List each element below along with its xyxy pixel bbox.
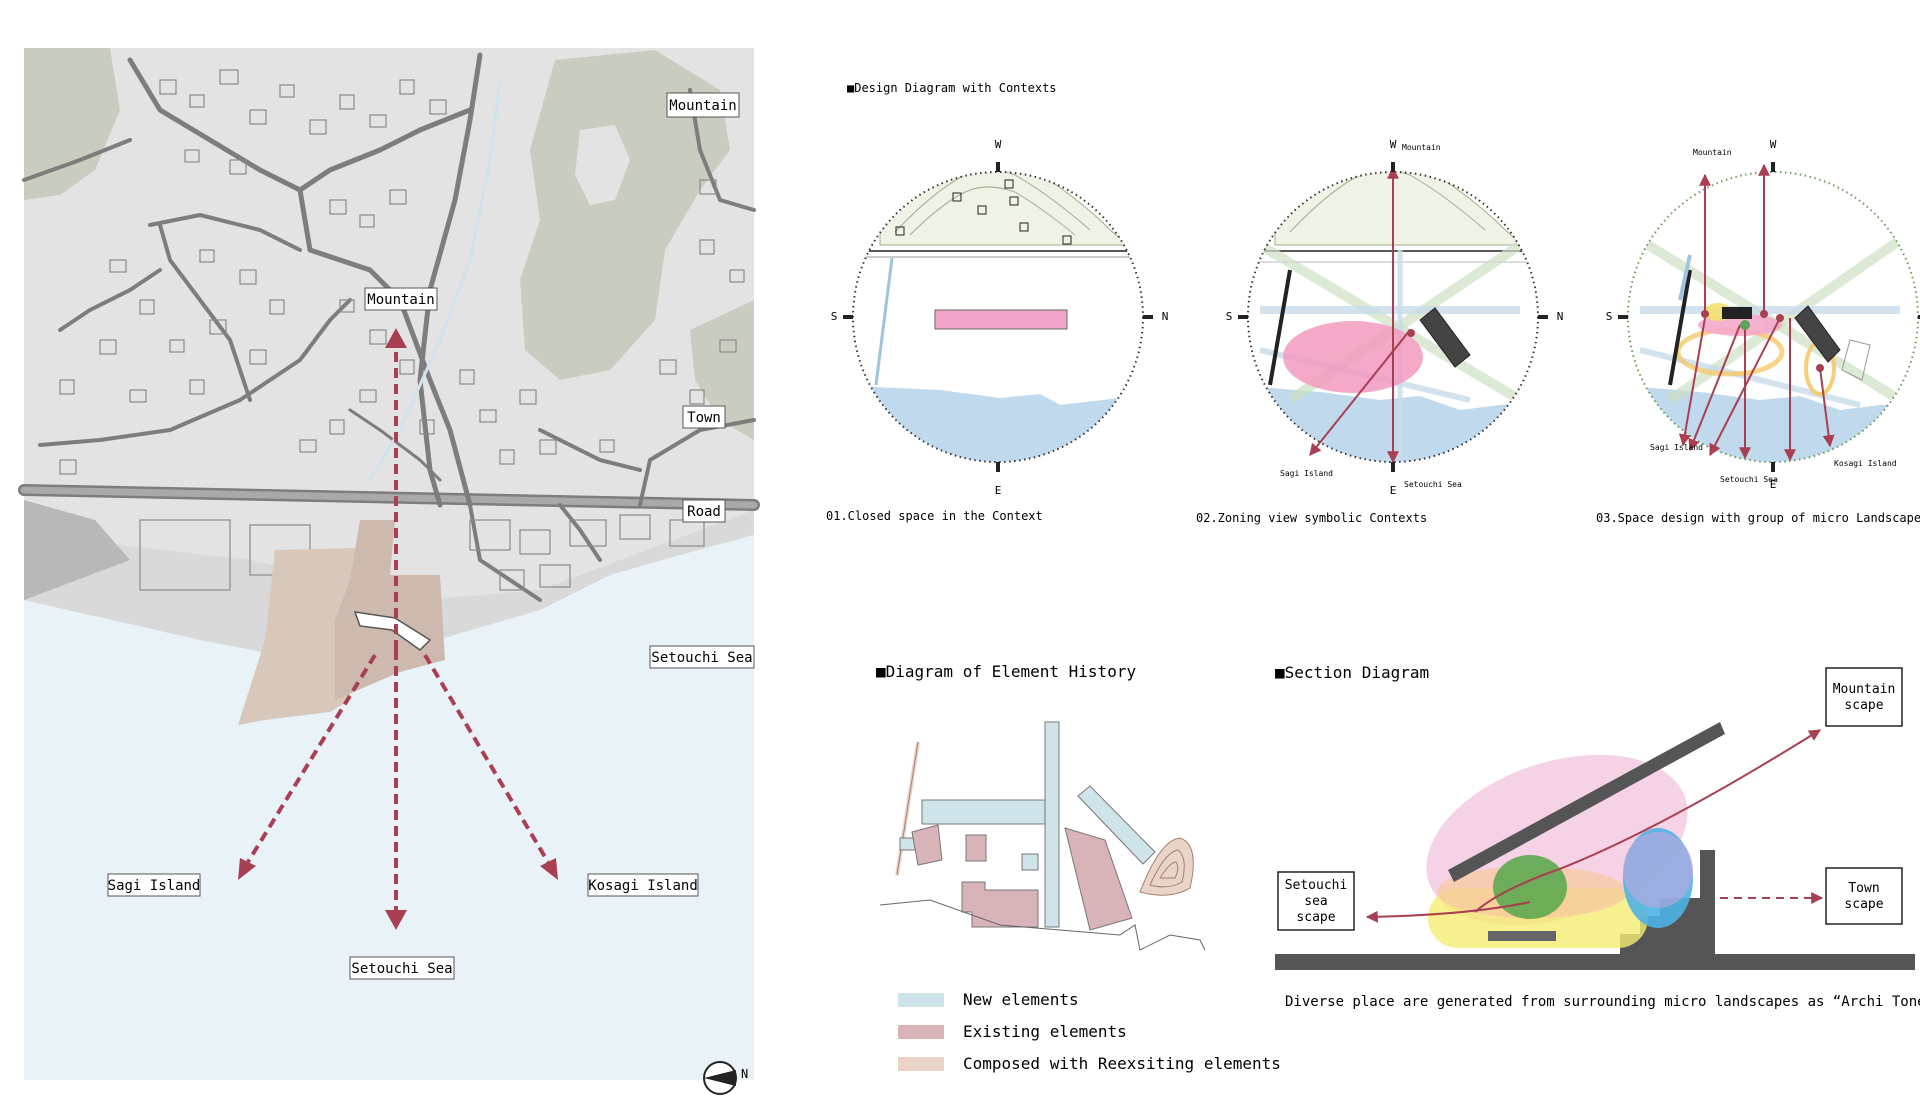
arrowhead-sagi	[238, 858, 256, 880]
panel-2-compass-ring	[1247, 171, 1539, 463]
element-history: ■Diagram of Element History New elements…	[876, 662, 1281, 1073]
map-arrows	[246, 340, 550, 910]
arrowhead-kosagi	[540, 858, 558, 880]
compass-e: E	[995, 484, 1002, 497]
label-sagi-island: Sagi Island	[108, 878, 201, 894]
compass-n: N	[1162, 310, 1169, 323]
panel-1: W S N E 01.Closed space in the Context	[826, 138, 1168, 523]
compass-e-3: E	[1770, 478, 1777, 491]
section-label-mountain-2: scape	[1844, 698, 1883, 713]
compass-e-2: E	[1390, 484, 1397, 497]
panel-3: W S N E Mountain Sagi Island Setouchi Se…	[1596, 138, 1920, 525]
arrowhead-sea	[385, 910, 407, 930]
label-town: Town	[687, 410, 721, 426]
label-mountain-top: Mountain	[669, 98, 736, 114]
compass-w-3: W	[1770, 138, 1777, 151]
panel-2: W S N E Mountain Sagi Island Setouchi Se…	[1196, 138, 1563, 525]
section-ground	[1275, 954, 1915, 970]
legend-existing: Existing elements	[963, 1022, 1127, 1041]
site-context-map: Mountain Mountain Town Road Setouchi Sea…	[18, 48, 760, 1095]
legend-new: New elements	[963, 990, 1079, 1009]
map-pier	[24, 500, 130, 600]
map-forest-east	[690, 300, 754, 440]
map-site-east	[335, 520, 445, 700]
panel-1-closed-space	[934, 309, 1068, 330]
map-labels: Mountain Mountain Town Road Setouchi Sea…	[107, 92, 755, 980]
panel-2-label-sagi: Sagi Island	[1280, 469, 1333, 478]
label-road: Road	[687, 504, 721, 520]
arrowhead-mountain	[385, 328, 407, 348]
legend-swatch-composed	[898, 1057, 944, 1071]
compass-s-2: S	[1226, 310, 1233, 323]
compass-s: S	[831, 310, 838, 323]
compass-n-2: N	[1557, 310, 1564, 323]
section-label-setouchi-1: Setouchi	[1285, 878, 1348, 893]
legend-composed: Composed with Reexsiting elements	[963, 1054, 1281, 1073]
section-label-town-1: Town	[1848, 881, 1879, 896]
map-site-west	[238, 548, 355, 725]
section-label-setouchi-3: scape	[1296, 910, 1335, 925]
panel-3-sea	[1628, 386, 1918, 462]
section-heading: ■Section Diagram	[1275, 663, 1429, 682]
panel-1-caption: 01.Closed space in the Context	[826, 509, 1043, 523]
section-label-town-2: scape	[1844, 897, 1883, 912]
map-buildings	[59, 69, 745, 591]
section-label-mountain-1: Mountain	[1833, 682, 1896, 697]
section-label-setouchi-2: sea	[1304, 894, 1327, 909]
map-arrowheads	[238, 328, 558, 930]
panel-3-caption: 03.Space design with group of micro Land…	[1596, 511, 1920, 525]
panel-2-caption: 02.Zoning view symbolic Contexts	[1196, 511, 1427, 525]
panel-3-compass-ring	[1627, 171, 1919, 463]
panel-3-label-sea: Setouchi Sea	[1720, 475, 1778, 484]
panel-1-sea	[853, 386, 1143, 462]
compass-w-2: W	[1390, 138, 1397, 151]
legend-swatch-new	[898, 993, 944, 1007]
label-mountain-mid: Mountain	[367, 292, 434, 308]
map-forest-right	[520, 50, 730, 380]
arrow-to-kosagi-island	[423, 653, 550, 864]
map-shore	[24, 510, 754, 665]
panel-2-label-sea: Setouchi Sea	[1404, 480, 1462, 489]
history-legend: New elements Existing elements Composed …	[898, 990, 1281, 1073]
north-arrow-icon: N	[703, 1061, 748, 1095]
history-heading: ■Diagram of Element History	[876, 662, 1136, 681]
panel-1-mountain	[879, 172, 1131, 246]
panel-3-label-kosagi: Kosagi Island	[1834, 459, 1897, 468]
north-label: N	[741, 1067, 748, 1081]
compass-w: W	[995, 138, 1002, 151]
panel-1-compass-ring	[852, 171, 1144, 463]
map-forest-left	[24, 48, 120, 200]
panel-3-label-sagi: Sagi Island	[1650, 443, 1703, 452]
label-setouchi-sea-bottom: Setouchi Sea	[351, 961, 452, 977]
panel-2-label-mountain: Mountain	[1402, 143, 1441, 152]
label-setouchi-sea-right: Setouchi Sea	[651, 650, 752, 666]
map-clearing	[575, 125, 630, 205]
history-diagram	[879, 721, 1206, 951]
design-diagram-heading: ■Design Diagram with Contexts	[847, 81, 1057, 95]
label-kosagi-island: Kosagi Island	[588, 878, 698, 894]
map-sea	[24, 535, 754, 1080]
panel-2-sea	[1248, 386, 1538, 462]
compass-s-3: S	[1606, 310, 1613, 323]
arrow-to-sagi-island	[246, 653, 377, 864]
section-roof	[1448, 722, 1725, 882]
panel-3-label-mountain: Mountain	[1693, 148, 1732, 157]
section-caption: Diverse place are generated from surroun…	[1285, 994, 1920, 1010]
section-diagram: ■Section Diagram Mountain scape Setouchi…	[1275, 663, 1920, 1010]
panel-2-pink-zone	[1283, 321, 1423, 393]
legend-swatch-existing	[898, 1025, 944, 1039]
